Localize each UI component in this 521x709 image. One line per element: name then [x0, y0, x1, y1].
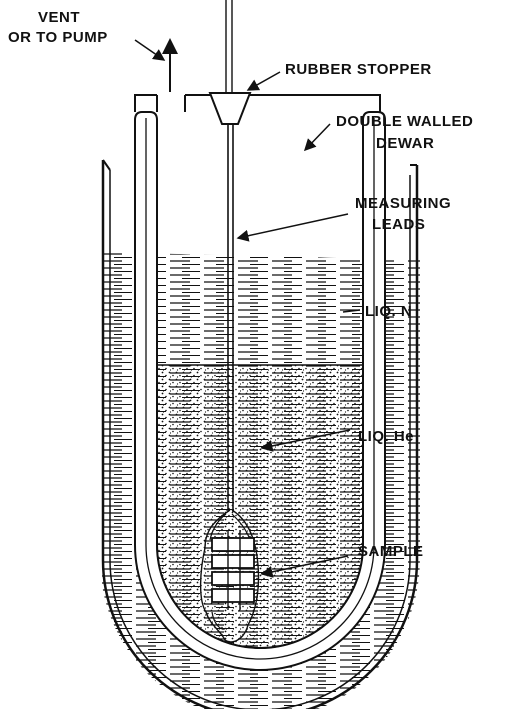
liquid-helium: [156, 364, 364, 649]
liq-n-pointer: [342, 309, 361, 313]
label-rubber-stopper: RUBBER STOPPER: [285, 61, 432, 78]
label-leads: LEADS: [372, 216, 425, 233]
label-double-walled: DOUBLE WALLED: [336, 113, 473, 130]
sample-pointer: [260, 555, 349, 578]
dewar-top-flange: [134, 94, 381, 112]
rubber-stopper: [208, 92, 252, 125]
outer-vessel-inner-wall: [109, 170, 411, 709]
vent-label-pointer: [134, 39, 166, 61]
label-vent: VENT: [38, 9, 80, 26]
label-liq-he: LIQ. He: [358, 428, 414, 445]
label-liq-n: LIQ. N: [365, 303, 412, 320]
rubber-stopper-pointer: [246, 71, 281, 91]
measuring-leads-pointer: [236, 213, 349, 242]
label-or-to-pump: OR TO PUMP: [8, 29, 108, 46]
label-sample: SAMPLE: [358, 543, 424, 560]
outer-vessel: [101, 160, 419, 709]
dewar-pointer: [303, 123, 331, 152]
label-measuring: MEASURING: [355, 195, 451, 212]
outer-vessel-rim-left: [102, 159, 111, 171]
liq-he-pointer: [260, 429, 351, 452]
sample-assembly: [199, 509, 260, 643]
label-dewar: DEWAR: [376, 135, 434, 152]
dewar-inner-wall: [145, 118, 375, 660]
